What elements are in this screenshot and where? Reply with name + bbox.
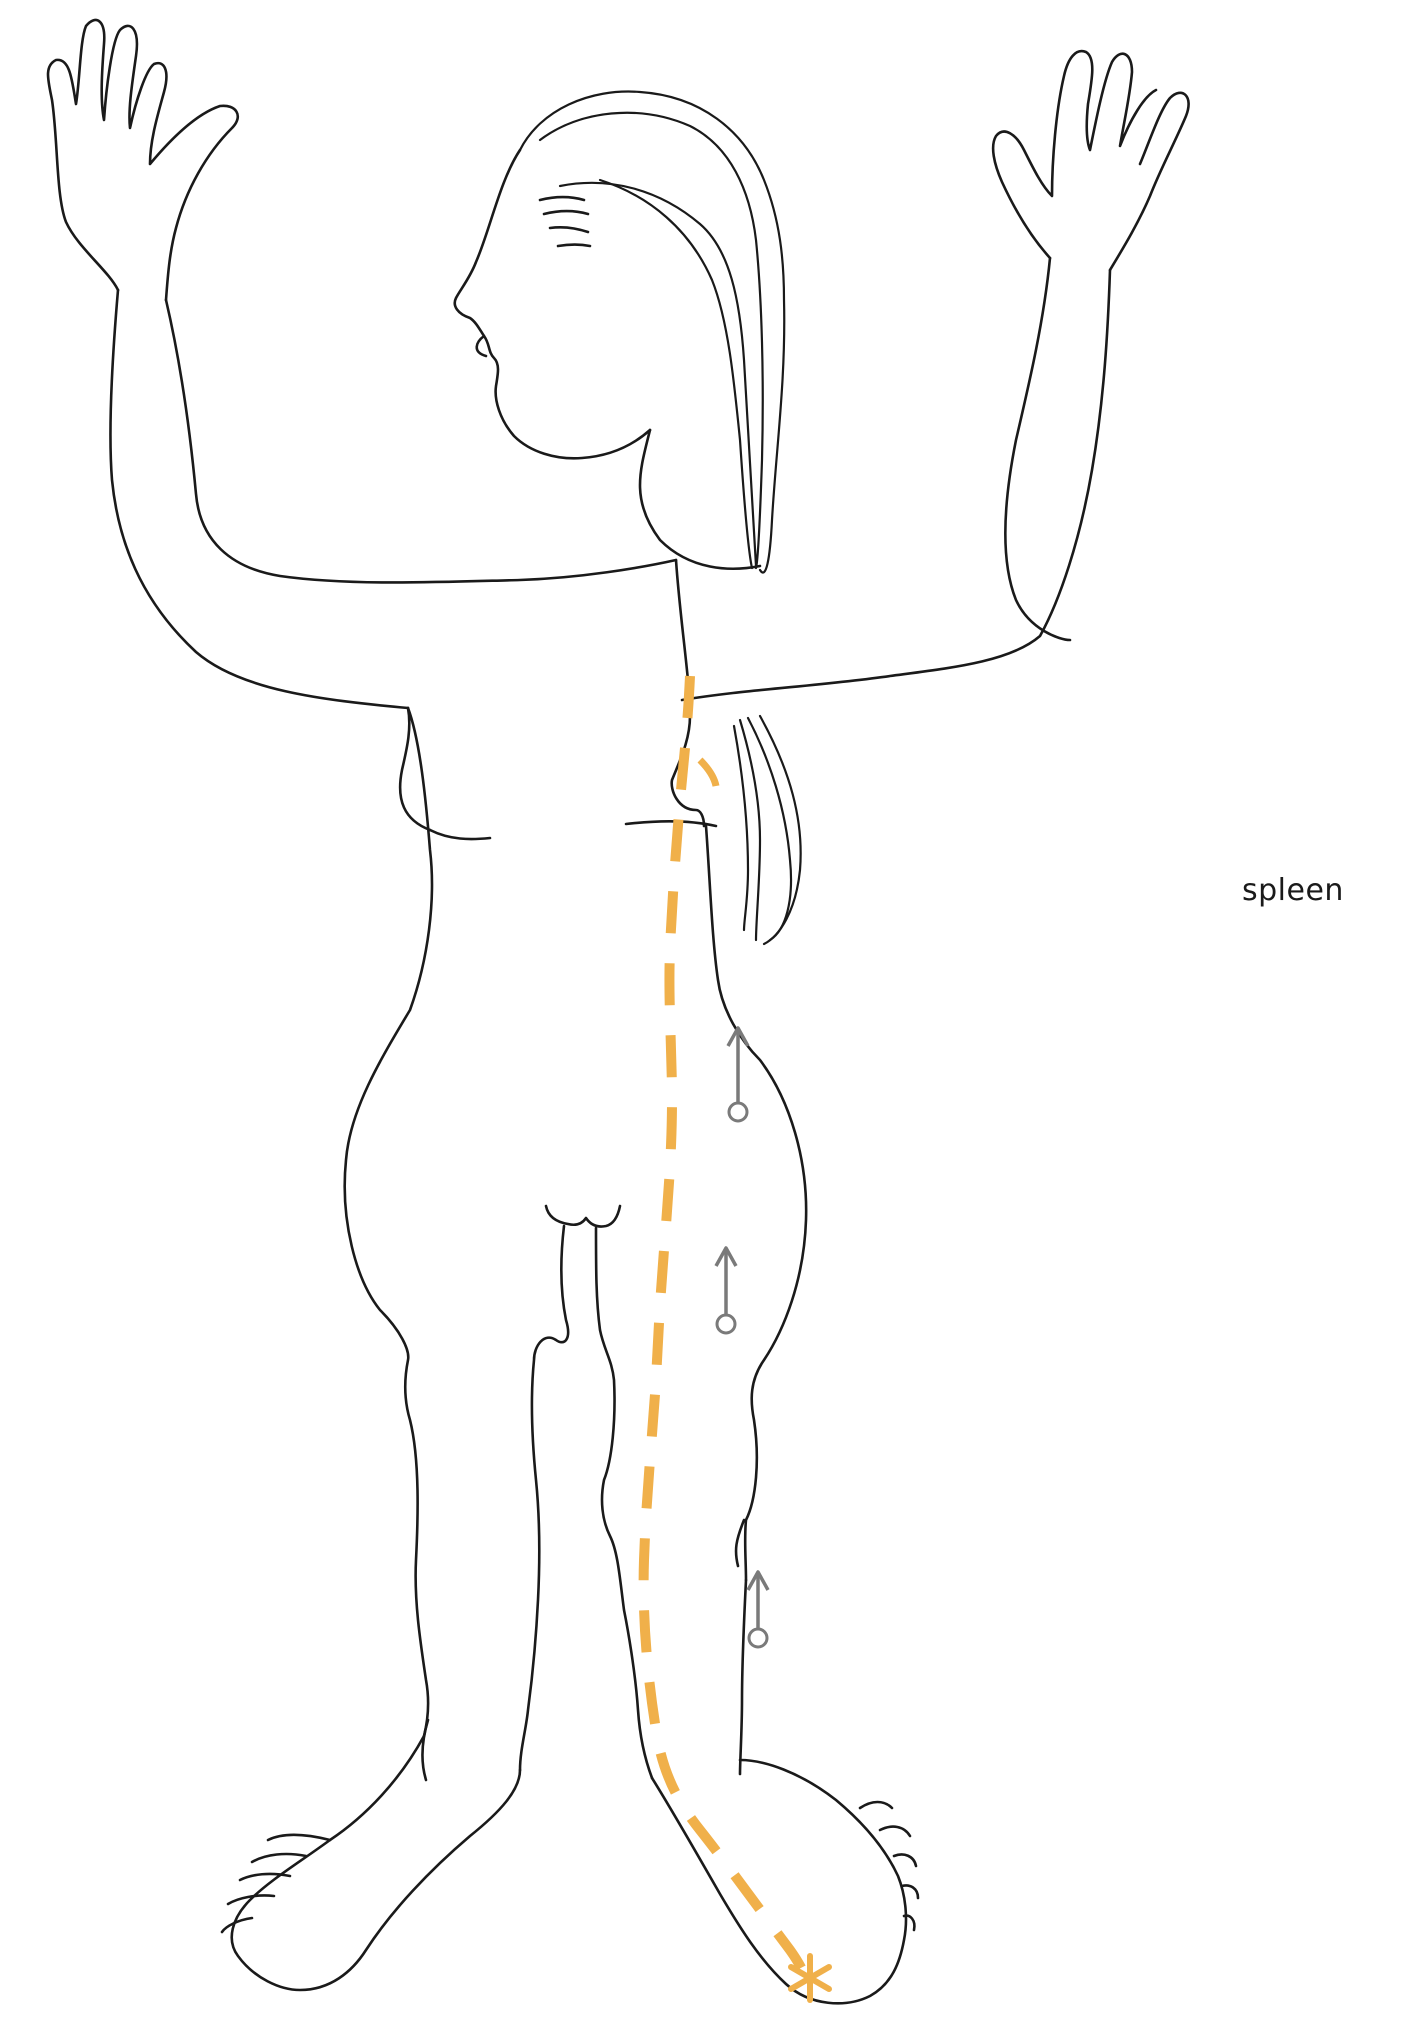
left-arm	[48, 20, 676, 708]
meridian-label: spleen	[1242, 873, 1344, 908]
left-foot	[222, 1736, 520, 1990]
hair	[520, 92, 801, 944]
meridian-hook	[700, 760, 716, 786]
legs	[422, 1206, 746, 1780]
flow-arrow-up-icon	[716, 1248, 736, 1333]
right-arm	[682, 51, 1189, 700]
head	[455, 150, 760, 569]
meridian-line	[644, 676, 808, 1986]
right-foot	[652, 1760, 918, 2003]
flow-arrow-up-icon	[748, 1572, 768, 1647]
flow-arrow-up-icon	[728, 1028, 748, 1121]
